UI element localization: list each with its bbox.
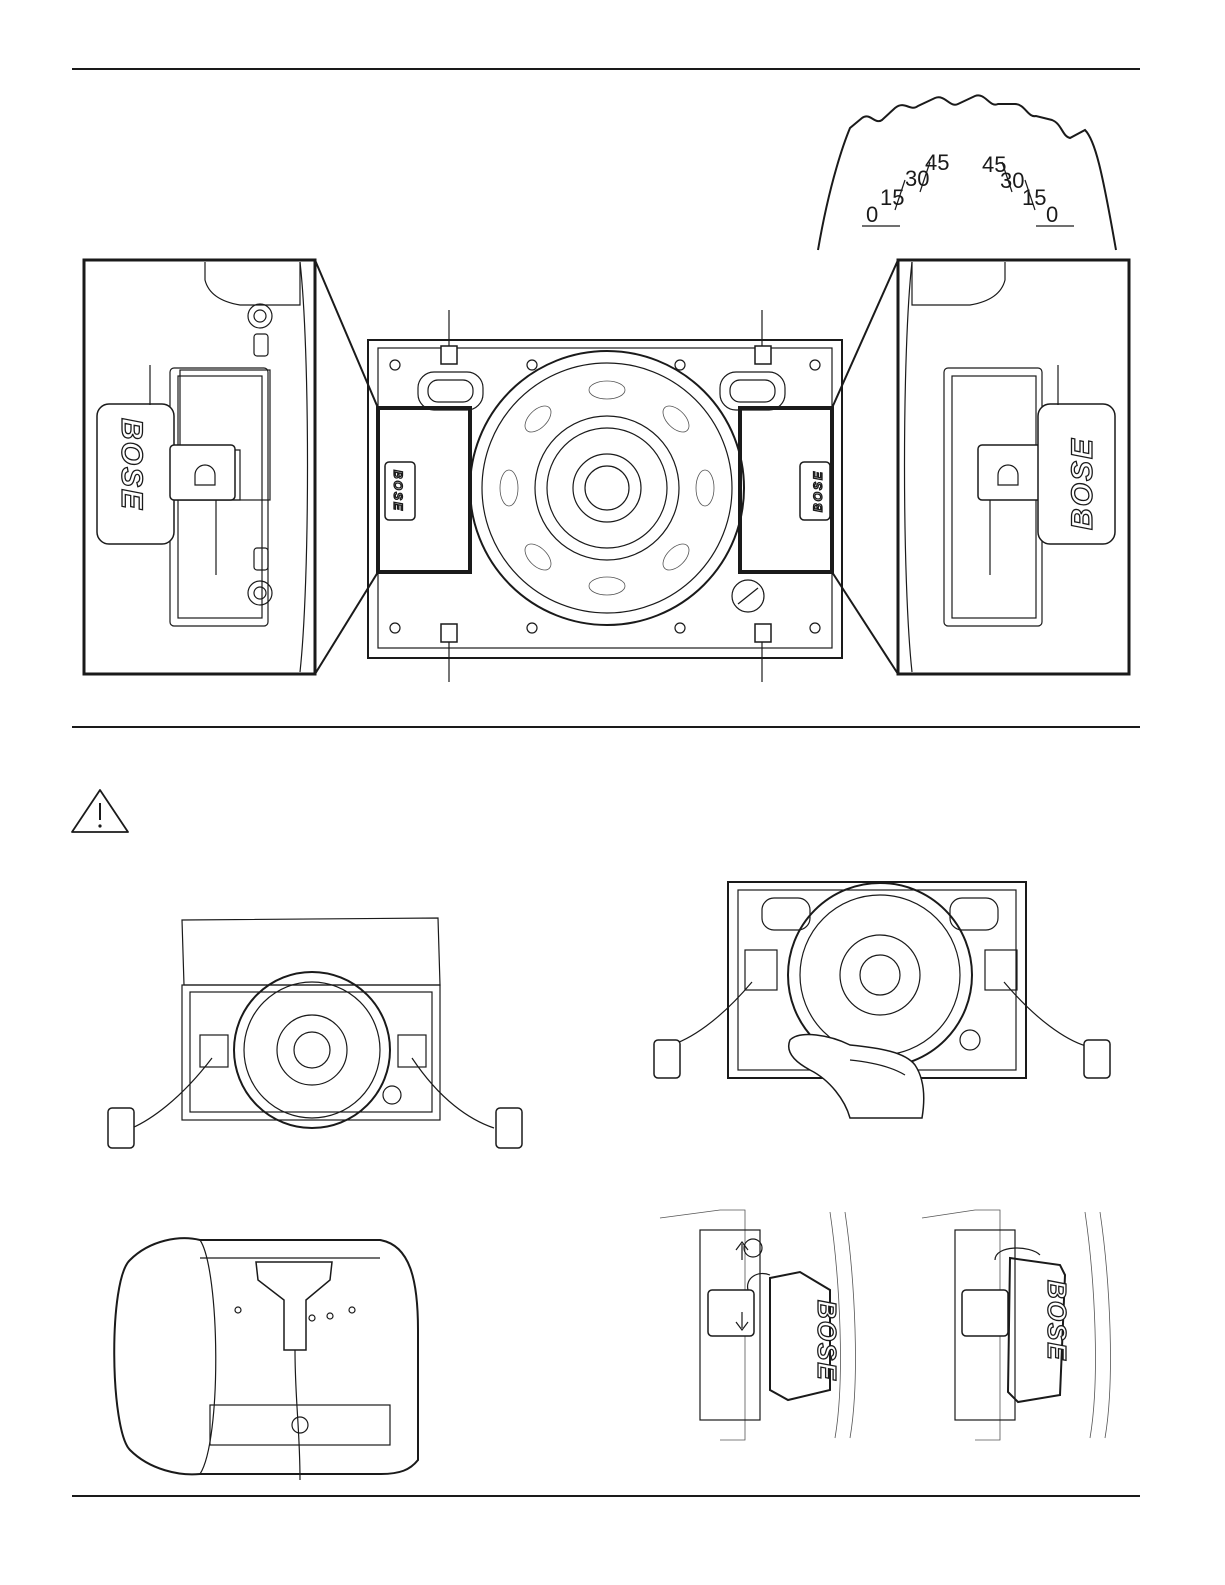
step-clip-attach-figure-2: BOSE (922, 1210, 1110, 1440)
right-detail-view: BOSE (898, 260, 1129, 674)
clip-1-logo: BOSE (812, 1300, 842, 1382)
warning-triangle-icon (72, 790, 128, 832)
angle-scale-dial: 0 15 30 45 45 30 15 0 (818, 95, 1116, 250)
step-speaker-tethered-figure (108, 918, 522, 1148)
clip-2-logo: BOSE (1042, 1280, 1072, 1362)
scale-left-0: 0 (866, 202, 878, 227)
center-left-logo: BOSE (391, 470, 405, 512)
step-clip-attach-figure-1: BOSE (660, 1210, 855, 1440)
center-speaker-rear-view: BOSE BOSE (368, 310, 842, 682)
scale-right-30: 30 (1000, 168, 1024, 193)
scale-left-45: 45 (925, 150, 949, 175)
left-detail-logo: BOSE (115, 418, 148, 511)
center-right-logo: BOSE (811, 470, 825, 512)
left-detail-view: BOSE (84, 260, 315, 674)
scale-right-0: 0 (1046, 202, 1058, 227)
scale-left-15: 15 (880, 185, 904, 210)
step-cable-routing-figure (114, 1238, 418, 1480)
step-hand-removal-figure (654, 882, 1110, 1118)
right-detail-logo: BOSE (1066, 437, 1099, 530)
